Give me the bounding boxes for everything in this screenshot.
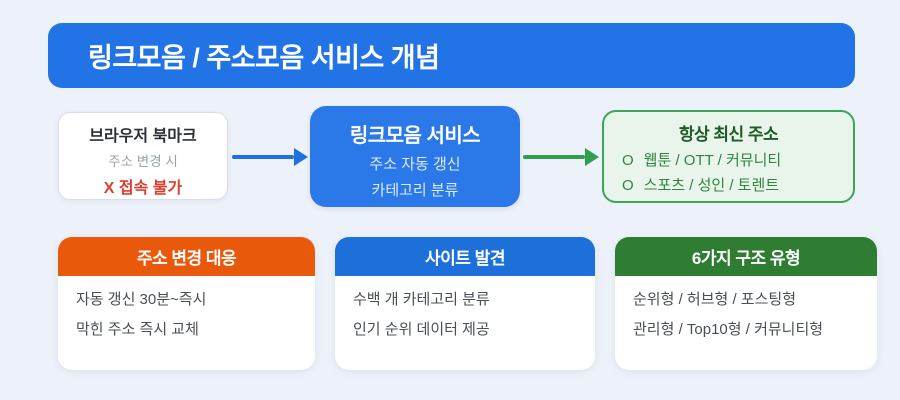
bookmark-box-warning: X 접속 불가 (103, 180, 183, 197)
latest-address-item-text: 스포츠 / 성인 / 토렌트 (643, 177, 780, 194)
latest-address-box: 항상 최신 주소 O 웹툰 / OTT / 커뮤니티 O 스포츠 / 성인 / 토렌… (602, 110, 855, 203)
service-box: 링크모음 서비스 주소 자동 갱신 카테고리 분류 (310, 106, 520, 207)
card-line: 인기 순위 데이터 제공 (353, 321, 490, 338)
circle-bullet-icon: O (622, 177, 634, 194)
arrow-right-icon (232, 147, 308, 167)
card-line: 막힌 주소 즉시 교체 (76, 321, 199, 338)
page-title-bar: 링크모음 / 주소모음 서비스 개념 (48, 23, 855, 88)
arrow-shaft (232, 155, 294, 159)
service-box-title: 링크모음 서비스 (349, 125, 481, 147)
card-site-discovery: 사이트 발견 수백 개 카테고리 분류 인기 순위 데이터 제공 (335, 237, 595, 370)
service-box-line-1: 주소 자동 갱신 (369, 156, 461, 173)
card-line: 순위형 / 허브형 / 포스팅형 (633, 291, 797, 308)
card-body: 자동 갱신 30분~즉시 막힌 주소 즉시 교체 (58, 276, 315, 340)
latest-address-item-text: 웹툰 / OTT / 커뮤니티 (643, 152, 782, 169)
service-box-line-2: 카테고리 분류 (371, 182, 459, 199)
arrow-right-icon (523, 147, 599, 167)
card-header: 6가지 구조 유형 (615, 237, 877, 276)
arrow-head (585, 148, 599, 166)
arrow-shaft (523, 155, 585, 159)
card-line: 자동 갱신 30분~즉시 (76, 291, 207, 308)
card-line: 수백 개 카테고리 분류 (353, 291, 490, 308)
card-header: 사이트 발견 (335, 237, 595, 276)
card-address-change: 주소 변경 대응 자동 갱신 30분~즉시 막힌 주소 즉시 교체 (58, 237, 315, 370)
card-body: 수백 개 카테고리 분류 인기 순위 데이터 제공 (335, 276, 595, 340)
latest-address-box-title: 항상 최신 주소 (678, 125, 779, 144)
card-structure-types: 6가지 구조 유형 순위형 / 허브형 / 포스팅형 관리형 / Top10형 … (615, 237, 877, 370)
card-header: 주소 변경 대응 (58, 237, 315, 276)
arrow-head (294, 148, 308, 166)
bookmark-box: 브라우저 북마크 주소 변경 시 X 접속 불가 (58, 112, 228, 200)
bookmark-box-title: 브라우저 북마크 (89, 128, 197, 145)
latest-address-item: O 스포츠 / 성인 / 토렌트 (622, 174, 853, 195)
bookmark-box-subtitle: 주소 변경 시 (108, 154, 178, 169)
latest-address-item: O 웹툰 / OTT / 커뮤니티 (622, 149, 853, 170)
card-body: 순위형 / 허브형 / 포스팅형 관리형 / Top10형 / 커뮤니티형 (615, 276, 877, 340)
card-line: 관리형 / Top10형 / 커뮤니티형 (633, 321, 824, 338)
circle-bullet-icon: O (622, 152, 634, 169)
page-title: 링크모음 / 주소모음 서비스 개념 (88, 43, 440, 73)
